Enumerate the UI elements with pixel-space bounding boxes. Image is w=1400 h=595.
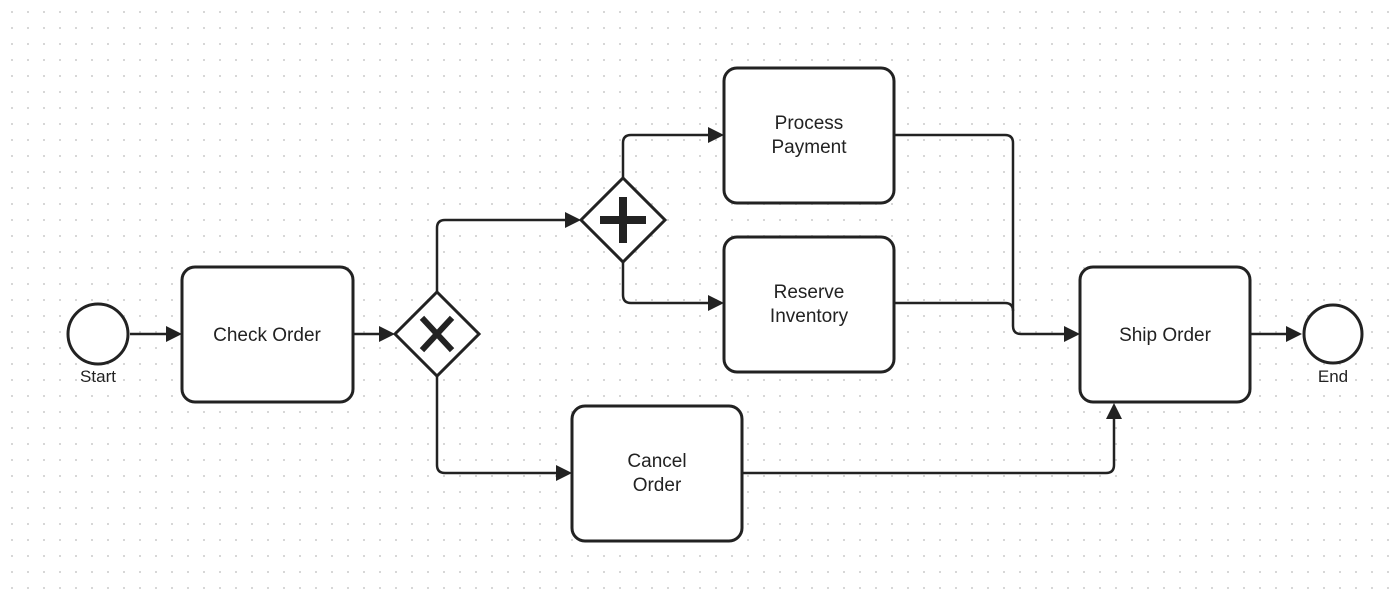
flow-parallel-to-process-payment[interactable]	[621, 127, 724, 178]
arrowhead-icon	[379, 326, 395, 342]
flow-exclusive-to-parallel-gateway[interactable]	[435, 212, 581, 292]
parallel-gateway[interactable]	[578, 175, 668, 265]
end-event[interactable]: End	[1302, 303, 1364, 386]
arrowhead-icon	[166, 326, 182, 342]
exclusive-gateway[interactable]	[392, 289, 482, 379]
end-event-label: End	[1318, 367, 1348, 386]
flow-exclusive-to-cancel-order[interactable]	[435, 376, 572, 481]
x-marker-icon	[419, 315, 455, 353]
task-reserve-inventory-label-line2: Inventory	[770, 306, 849, 327]
flow-ship-order-to-end[interactable]	[1250, 326, 1302, 342]
task-cancel-order[interactable]: Cancel Order	[570, 404, 744, 543]
task-ship-order-label: Ship Order	[1119, 325, 1212, 346]
arrowhead-icon	[1064, 326, 1080, 342]
flow-check-order-to-exclusive-gateway[interactable]	[353, 326, 395, 342]
arrowhead-icon	[708, 295, 724, 311]
task-ship-order[interactable]: Ship Order	[1078, 265, 1252, 404]
flow-parallel-to-reserve-inventory[interactable]	[621, 262, 724, 311]
task-cancel-order-label-line1: Cancel	[627, 451, 686, 472]
plus-marker-icon	[600, 197, 646, 243]
arrowhead-icon	[565, 212, 581, 228]
task-process-payment-label-line1: Process	[775, 113, 844, 134]
task-process-payment[interactable]: Process Payment	[722, 66, 896, 205]
flow-cancel-order-to-ship-order[interactable]	[742, 403, 1122, 475]
task-reserve-inventory[interactable]: Reserve Inventory	[722, 235, 896, 374]
flow-reserve-inventory-to-ship-order[interactable]	[894, 301, 1015, 312]
task-check-order[interactable]: Check Order	[180, 265, 355, 404]
task-check-order-label: Check Order	[213, 325, 321, 346]
sequence-flows	[130, 127, 1302, 481]
arrowhead-icon	[1106, 403, 1122, 419]
flow-process-payment-to-ship-order[interactable]	[894, 133, 1080, 342]
arrowhead-icon	[556, 465, 572, 481]
flow-start-to-check-order[interactable]	[130, 326, 182, 342]
task-process-payment-label-line2: Payment	[772, 137, 848, 158]
start-event-label: Start	[80, 367, 116, 386]
task-reserve-inventory-label-line1: Reserve	[774, 282, 845, 303]
arrowhead-icon	[708, 127, 724, 143]
arrowhead-icon	[1286, 326, 1302, 342]
task-cancel-order-label-line2: Order	[633, 475, 682, 496]
start-event[interactable]: Start	[66, 302, 130, 386]
